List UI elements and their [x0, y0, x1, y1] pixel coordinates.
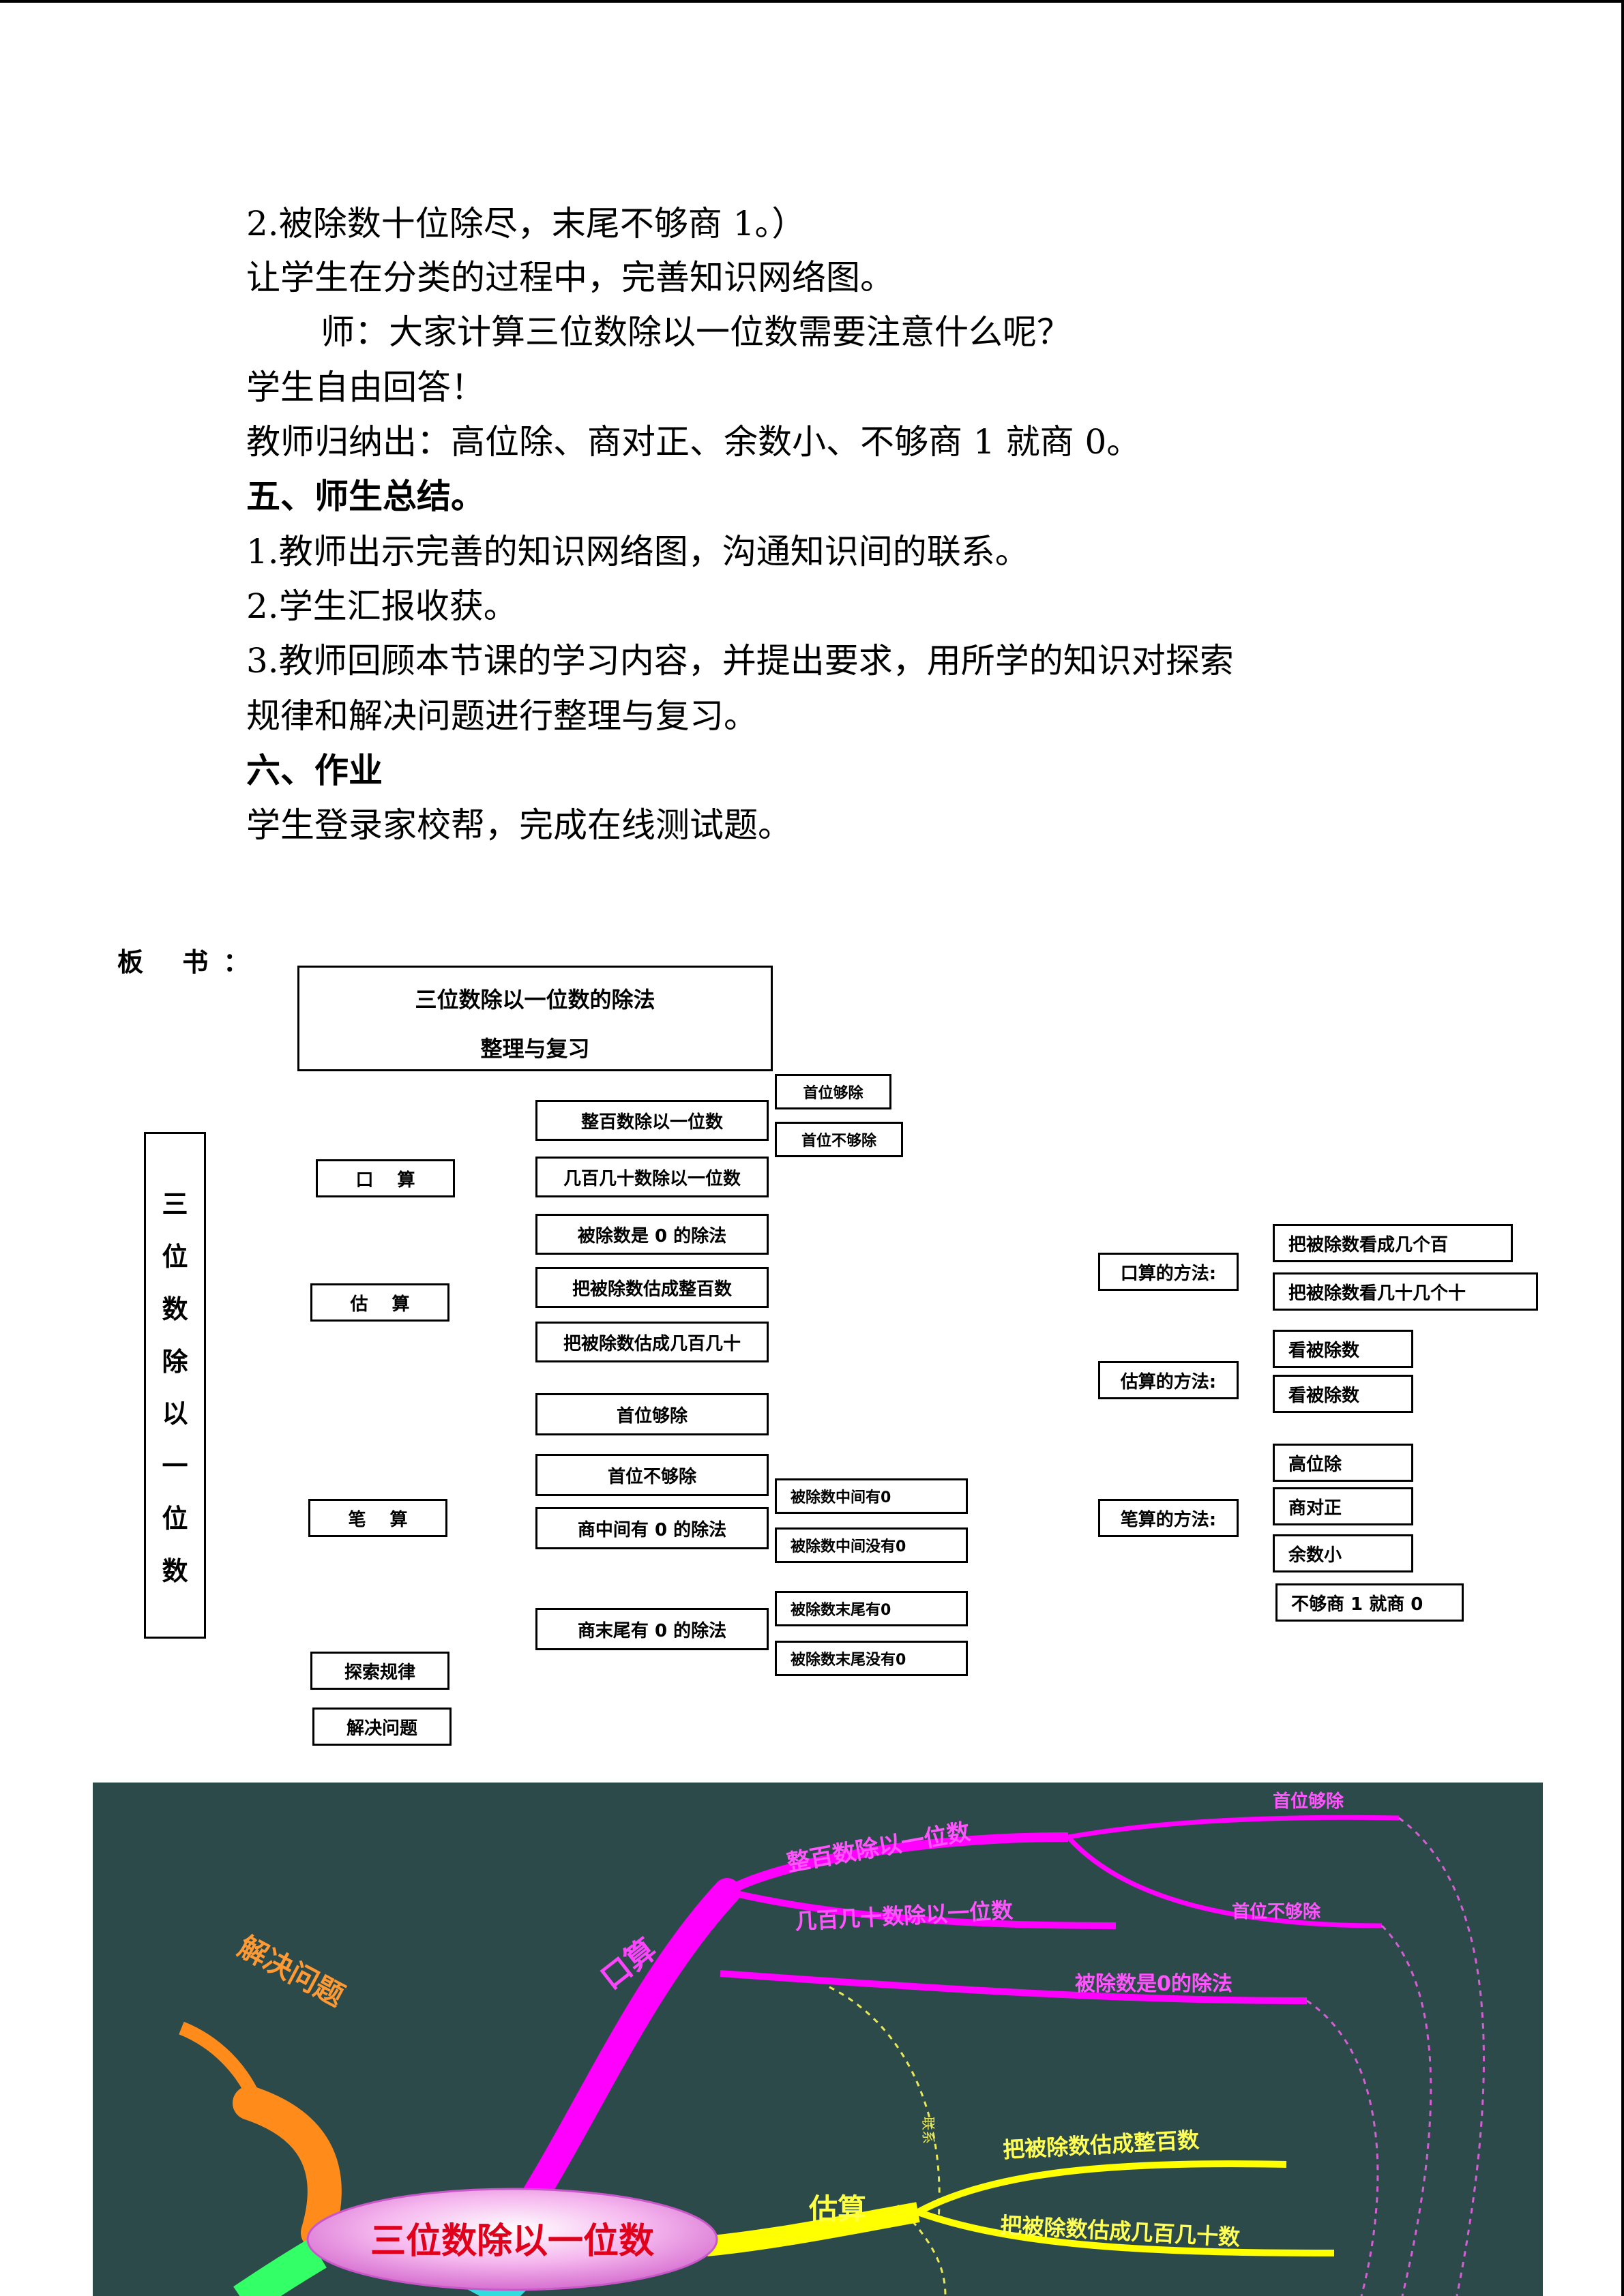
- mindmap-branch-estimate: 估算: [808, 2192, 866, 2226]
- sub-first-enough: 首位够除: [775, 1074, 891, 1109]
- method-oral-2: 把被除数看几十几个十: [1273, 1272, 1538, 1311]
- text-line-4: 学生自由回答！: [246, 368, 485, 407]
- text-line-9: 3.教师回顾本节课的学习内容，并提出要求，用所学的知识对探索: [246, 641, 1234, 681]
- item-first-not-enough: 首位不够除: [535, 1454, 769, 1496]
- mindmap-oral-3: 被除数是0的除法: [1075, 1972, 1232, 1996]
- board-title-line2: 整理与复习: [480, 1036, 590, 1062]
- vertical-char: 三: [162, 1189, 188, 1219]
- sub-end-no-zero: 被除数末尾没有0: [775, 1641, 968, 1676]
- vertical-char: 以: [162, 1399, 188, 1429]
- mindmap-small-label: 联系: [920, 2117, 936, 2144]
- mindmap-drawing: 三位数除以一位数 口算 估算 解决问题 整百数除以一位数 几百几十数除以一位数 …: [179, 1791, 1485, 2296]
- vertical-title-box: 三 位 数 除 以 一 位 数: [144, 1132, 206, 1639]
- text-line-8: 2.学生汇报收获。: [246, 586, 518, 626]
- branch-estimate-2: [917, 2209, 1335, 2256]
- category-solve: 解决问题: [312, 1708, 452, 1746]
- category-estimate: 估 算: [310, 1283, 449, 1322]
- text-line-7: 1.教师出示完善的知识网络图，沟通知识间的联系。: [246, 532, 1029, 571]
- method-estimate-label: 估算的方法:: [1098, 1361, 1239, 1399]
- board-label: 板 书：: [117, 947, 265, 977]
- method-written-label: 笔算的方法:: [1098, 1499, 1239, 1537]
- text-line-12: 学生登录家校帮，完成在线测试题。: [246, 805, 792, 845]
- item-estimate-hundreds: 把被除数估成整百数: [535, 1267, 769, 1308]
- dashed-connector: [1381, 1924, 1432, 2296]
- item-zero-dividend: 被除数是 0 的除法: [535, 1214, 769, 1255]
- method-written-2: 商对正: [1273, 1487, 1413, 1525]
- mindmap-center: [306, 2188, 718, 2291]
- branch-oral-3: [720, 1970, 1308, 2004]
- branch-green: [233, 2238, 327, 2296]
- item-first-enough: 首位够除: [535, 1393, 769, 1435]
- item-hundreds: 整百数除以一位数: [535, 1100, 769, 1141]
- mindmap-panel: 三位数除以一位数 口算 估算 解决问题 整百数除以一位数 几百几十数除以一位数 …: [93, 1783, 1543, 2296]
- method-written-4: 不够商 1 就商 0: [1275, 1583, 1464, 1622]
- text-line-3: 师：大家计算三位数除以一位数需要注意什么呢？: [321, 312, 1071, 352]
- branch-solve-tail: [179, 2021, 263, 2106]
- sub-end-has-zero: 被除数末尾有0: [775, 1591, 968, 1626]
- item-middle-zero: 商中间有 0 的除法: [535, 1507, 769, 1549]
- branch-solve: [233, 2086, 342, 2250]
- vertical-char: 位: [162, 1504, 188, 1534]
- vertical-char: 位: [162, 1241, 188, 1272]
- category-explore: 探索规律: [310, 1652, 449, 1690]
- dashed-connector: [1398, 1817, 1485, 2296]
- item-hundreds-tens: 几百几十数除以一位数: [535, 1157, 769, 1197]
- method-written-1: 高位除: [1273, 1444, 1413, 1482]
- dashed-connector: [896, 2204, 947, 2296]
- mindmap-branch-solve: 解决问题: [233, 1930, 349, 2013]
- item-estimate-hundreds-tens: 把被除数估成几百几十: [535, 1322, 769, 1362]
- heading-summary: 五、师生总结。: [246, 476, 485, 516]
- branch-estimate: [705, 2202, 920, 2256]
- sub-first-not-enough: 首位不够除: [775, 1122, 903, 1157]
- text-line-10: 规律和解决问题进行整理与复习。: [246, 696, 758, 736]
- vertical-char: 数: [162, 1556, 188, 1586]
- item-end-zero: 商末尾有 0 的除法: [535, 1608, 769, 1650]
- heading-homework: 六、作业: [246, 750, 383, 790]
- text-line-2: 让学生在分类的过程中，完善知识网络图。: [246, 258, 894, 297]
- vertical-char: 除: [162, 1346, 188, 1377]
- dashed-connector: [829, 1986, 941, 2220]
- page-right-border: [1621, 0, 1624, 2296]
- mindmap-center-label: 三位数除以一位数: [370, 2221, 654, 2262]
- mindmap-estimate-1: 把被除数估成整百数: [1002, 2127, 1200, 2163]
- branch-oral-2: [726, 1888, 1117, 1929]
- mindmap-oral-2: 几百几十数除以一位数: [794, 1897, 1014, 1935]
- method-estimate-2: 看被除数: [1273, 1375, 1413, 1413]
- mindmap-oral-1b: 首位不够除: [1232, 1901, 1321, 1922]
- sub-middle-has-zero: 被除数中间有0: [775, 1478, 968, 1514]
- branch-oral-1: [724, 1832, 1069, 1896]
- mindmap-oral-1: 整百数除以一位数: [785, 1818, 973, 1877]
- page-top-border: [0, 0, 1624, 3]
- text-line-5: 教师归纳出：高位除、商对正、余数小、不够商 1 就商 0。: [246, 422, 1141, 462]
- sub-middle-no-zero: 被除数中间没有0: [775, 1527, 968, 1563]
- mindmap-oral-1a: 首位够除: [1273, 1791, 1344, 1812]
- category-written: 笔 算: [308, 1499, 447, 1537]
- branch-oral-1a: [1067, 1815, 1400, 1840]
- method-estimate-1: 看被除数: [1273, 1330, 1413, 1368]
- board-title-box: 三位数除以一位数的除法 整理与复习: [297, 966, 773, 1071]
- vertical-char: 一: [162, 1451, 188, 1482]
- board-title-line1: 三位数除以一位数的除法: [415, 987, 655, 1013]
- text-line-1: 2.被除数十位除尽，末尾不够商 1。）: [246, 204, 806, 243]
- branch-oral: [502, 1878, 741, 2239]
- method-oral-1: 把被除数看成几个百: [1273, 1224, 1513, 1262]
- branch-oral-1b: [1066, 1835, 1383, 1928]
- method-written-3: 余数小: [1273, 1534, 1413, 1572]
- method-oral-label: 口算的方法:: [1098, 1253, 1239, 1291]
- category-oral: 口 算: [316, 1159, 455, 1197]
- branch-estimate-1: [916, 2160, 1287, 2216]
- vertical-char: 数: [162, 1294, 188, 1324]
